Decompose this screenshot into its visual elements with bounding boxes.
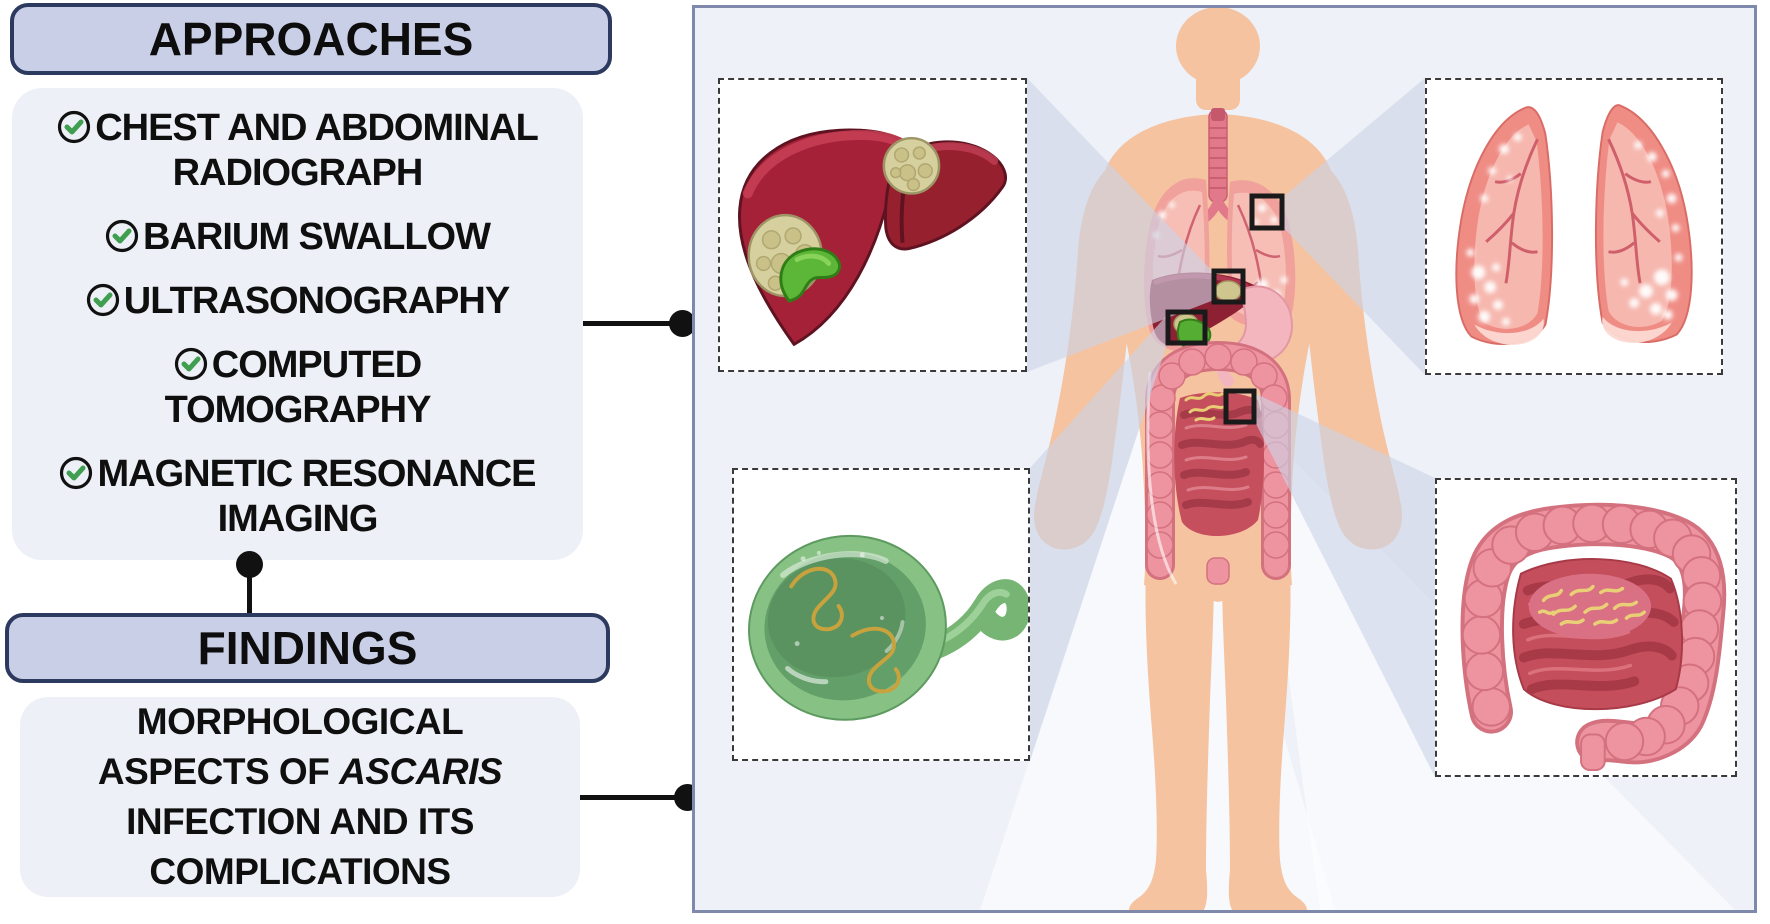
small-intestine <box>1512 558 1683 711</box>
intestine-beam <box>1254 393 1435 777</box>
gallbladder-green <box>779 247 842 303</box>
list-item: CHEST AND ABDOMINAL RADIOGRAPH <box>42 106 554 196</box>
bottom-connector-line <box>580 795 688 800</box>
check-circle-icon <box>174 348 207 381</box>
check-circle-icon <box>105 219 139 252</box>
approach-label: CHEST AND ABDOMINAL RADIOGRAPH <box>95 106 539 194</box>
top-connector-line <box>583 321 683 326</box>
approach-label: BARIUM SWALLOW <box>143 215 491 258</box>
list-item: ULTRASONOGRAPHY <box>86 279 510 324</box>
lungs-illustration <box>1455 104 1693 345</box>
check-circle-icon <box>60 457 93 490</box>
findings-description: MORPHOLOGICAL ASPECTS OF ASCARIS INFECTI… <box>48 697 552 897</box>
neck <box>1196 58 1240 110</box>
liver-marker-square <box>1211 268 1246 305</box>
inset-left-lung <box>1455 106 1554 345</box>
list-item: MAGNETIC RESONANCE IMAGING <box>42 452 554 542</box>
findings-text-suffix: INFECTION AND ITS COMPLICATIONS <box>126 801 474 892</box>
list-item: COMPUTED TOMOGRAPHY <box>42 343 554 433</box>
lungs-with-infiltrates-inset <box>1425 78 1723 375</box>
colon <box>1460 502 1727 765</box>
liver-illustration <box>738 128 1008 347</box>
approach-label: MAGNETIC RESONANCE IMAGING <box>97 453 536 541</box>
worms-in-intestine <box>1184 392 1228 422</box>
intestines-illustration <box>1460 502 1727 772</box>
findings-text-italic: ASCARIS <box>339 751 503 792</box>
approach-label: COMPUTED TOMOGRAPHY <box>164 344 432 432</box>
top-connector-dot <box>669 310 696 337</box>
callout-beams <box>1027 78 1435 777</box>
gallbladder-beam <box>1030 314 1168 761</box>
check-circle-icon <box>86 283 119 317</box>
stomach-illustration <box>748 534 1028 721</box>
liver-beam <box>1027 78 1214 372</box>
right-leg <box>1222 560 1307 919</box>
intestines-with-worms-inset <box>1435 478 1737 777</box>
worm-patch <box>1528 573 1652 639</box>
approaches-list-panel: CHEST AND ABDOMINAL RADIOGRAPH BARIUM SW… <box>12 88 583 560</box>
inset-right-lung <box>1594 104 1693 343</box>
approach-label: ULTRASONOGRAPHY <box>123 279 510 322</box>
intestine-marker-square <box>1223 388 1257 425</box>
lung-beam <box>1282 78 1425 375</box>
findings-text-prefix: MORPHOLOGICAL ASPECTS OF <box>97 701 464 792</box>
stomach-with-worms-inset <box>732 468 1030 761</box>
liver-lesion <box>1214 280 1242 302</box>
vertical-connector-line <box>247 558 252 616</box>
findings-panel: MORPHOLOGICAL ASPECTS OF ASCARIS INFECTI… <box>20 697 580 897</box>
rectum-stub <box>1580 733 1606 772</box>
approaches-header: APPROACHES <box>10 3 612 75</box>
liver-lesion-right <box>882 136 941 195</box>
left-leg <box>1129 560 1214 919</box>
findings-header: FINDINGS <box>5 613 610 683</box>
worms-in-stomach <box>789 566 901 694</box>
stomach-tail <box>909 579 1028 665</box>
gallbladder-marker-square <box>1165 309 1208 346</box>
worms-in-inset-intestine <box>1537 584 1646 626</box>
list-item: BARIUM SWALLOW <box>105 215 491 260</box>
connector-dot <box>236 551 263 578</box>
check-circle-icon <box>58 110 91 143</box>
findings-title: FINDINGS <box>197 622 418 674</box>
marker-squares <box>1165 193 1285 425</box>
stomach-body <box>748 534 947 721</box>
rectum <box>1206 557 1230 585</box>
lung-marker-square <box>1249 193 1285 231</box>
liver-with-lesions-inset <box>718 78 1027 372</box>
approaches-title: APPROACHES <box>148 13 474 65</box>
